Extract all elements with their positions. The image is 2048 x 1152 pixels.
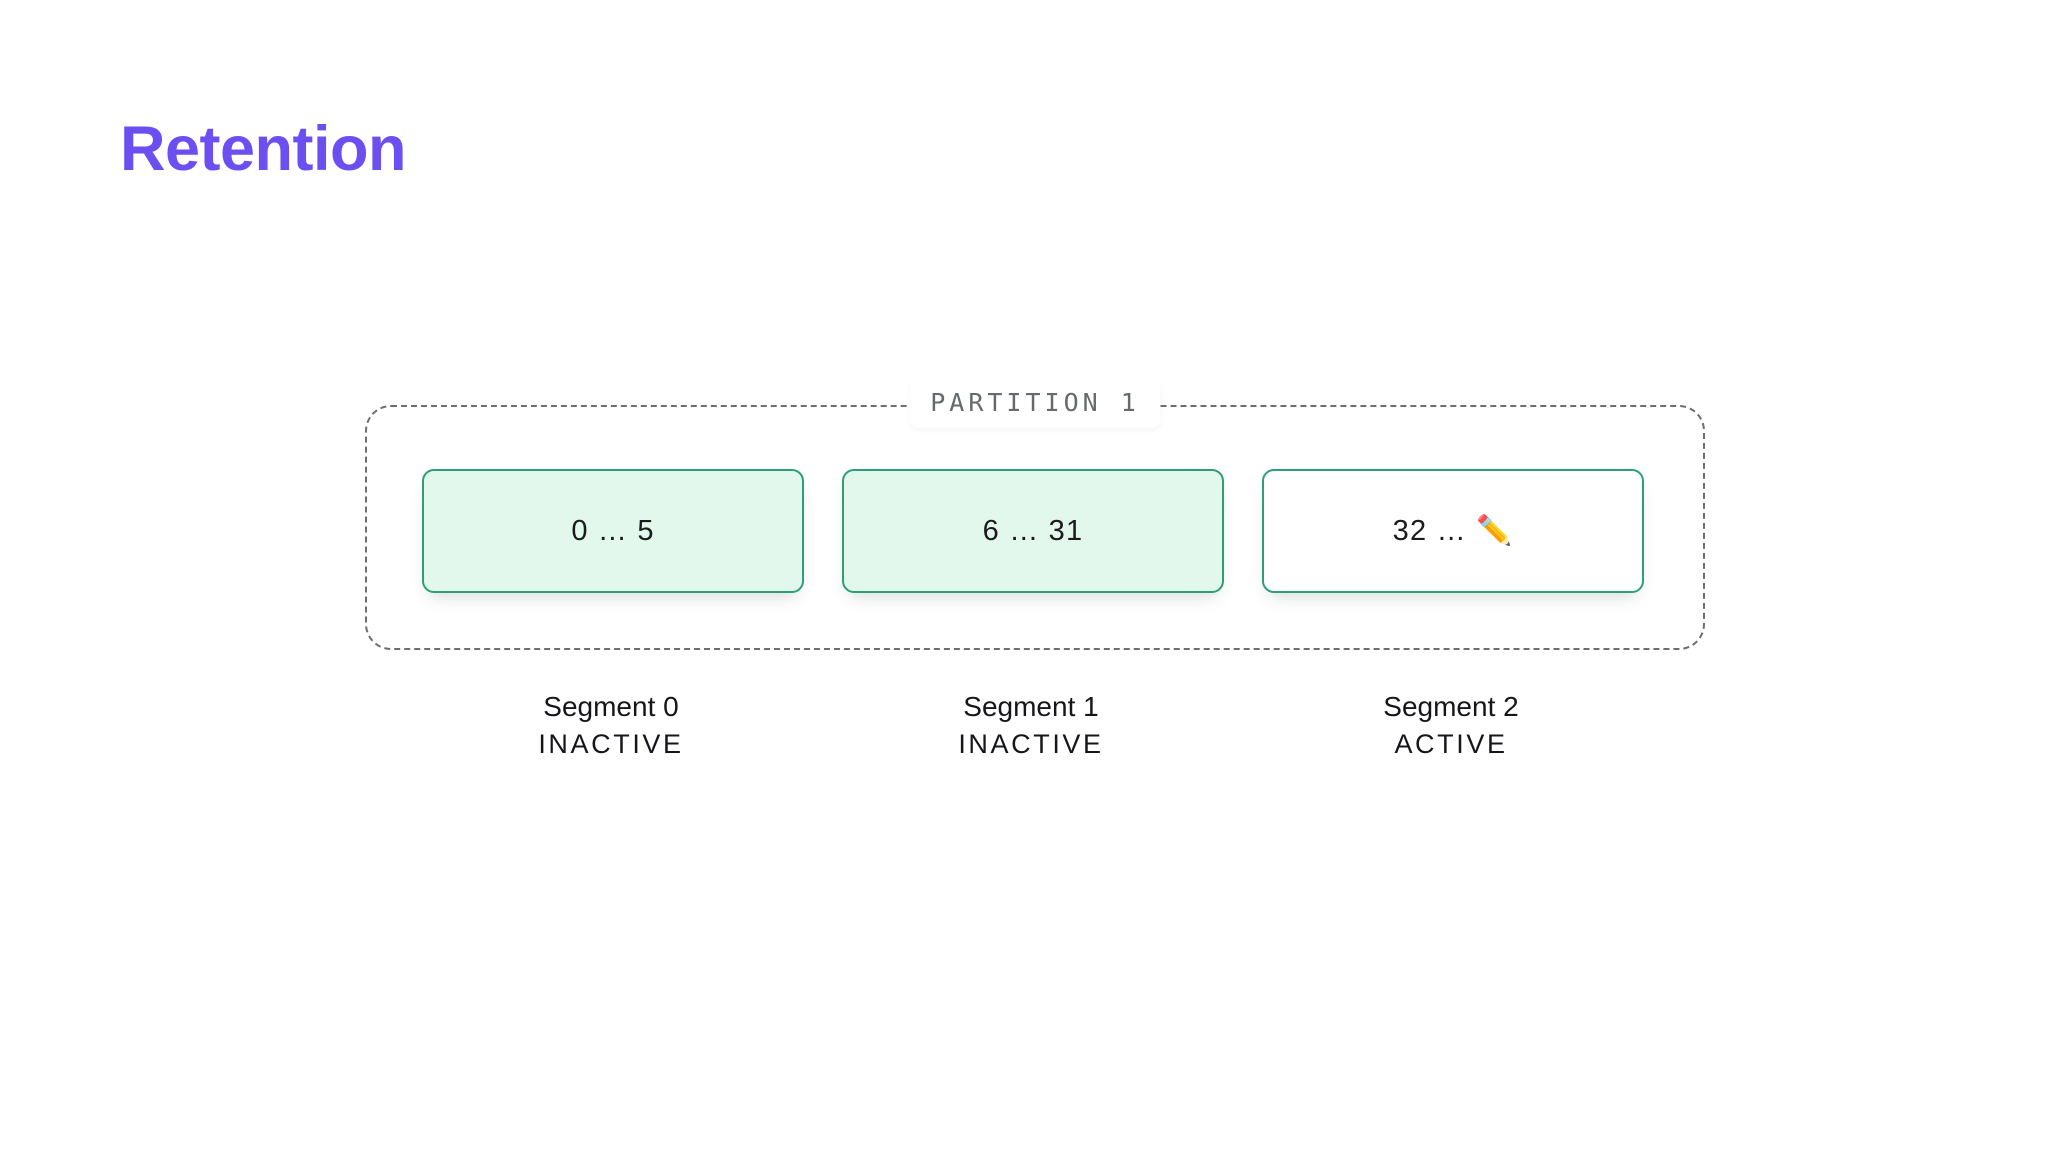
partition-container: PARTITION 1 0 … 5 6 … 31 32 … ✏️ <box>365 379 1705 650</box>
segment-state-2: ACTIVE <box>1394 729 1508 760</box>
segment-range-1: 6 … 31 <box>982 514 1084 547</box>
segment-box-2[interactable]: 32 … ✏️ <box>1262 469 1644 593</box>
segment-caption-1: Segment 1 INACTIVE <box>840 690 1222 760</box>
segments-row: 0 … 5 6 … 31 32 … ✏️ <box>422 469 1644 593</box>
segment-box-1[interactable]: 6 … 31 <box>842 469 1224 593</box>
segment-state-0: INACTIVE <box>538 729 684 760</box>
page-title: Retention <box>120 114 406 184</box>
segment-caption-0: Segment 0 INACTIVE <box>420 690 802 760</box>
segment-name-1: Segment 1 <box>963 691 1099 722</box>
segment-name-2: Segment 2 <box>1383 691 1519 722</box>
segment-caption-2: Segment 2 ACTIVE <box>1260 690 1642 760</box>
segment-state-1: INACTIVE <box>958 729 1104 760</box>
segment-range-2: 32 … ✏️ <box>1392 515 1514 547</box>
retention-diagram: PARTITION 1 0 … 5 6 … 31 32 … ✏️ <box>365 379 1705 650</box>
segment-name-0: Segment 0 <box>543 691 679 722</box>
captions-row: Segment 0 INACTIVE Segment 1 INACTIVE Se… <box>420 690 1642 760</box>
segment-range-0: 0 … 5 <box>571 514 655 547</box>
segment-box-0[interactable]: 0 … 5 <box>422 469 804 593</box>
partition-label: PARTITION 1 <box>910 379 1160 428</box>
